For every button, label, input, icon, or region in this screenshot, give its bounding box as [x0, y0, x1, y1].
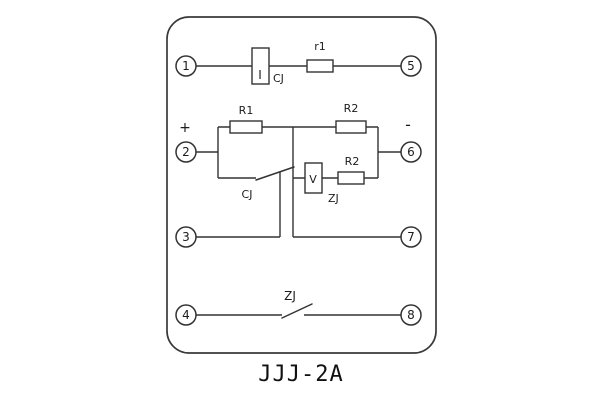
current-coil-symbol: I	[258, 68, 262, 82]
resistor-R2-upper-label: R2	[344, 102, 359, 115]
resistor-R2-upper-box	[335, 120, 367, 134]
terminal-5-circle	[400, 55, 422, 77]
terminal-2-circle	[175, 141, 197, 163]
resistor-R2-lower-box	[337, 171, 365, 185]
terminal-8-circle	[400, 304, 422, 326]
relay-case-outline	[166, 16, 437, 354]
terminal-1-circle	[175, 55, 197, 77]
terminal-8-number: 8	[407, 308, 415, 322]
resistor-R1-label: R1	[239, 104, 254, 117]
zj-contact-blade	[281, 303, 313, 319]
voltage-coil-symbol: V	[309, 173, 317, 186]
zj-contact-label: ZJ	[284, 289, 296, 303]
resistor-r1-label: r1	[314, 40, 326, 53]
current-coil-label: CJ	[273, 72, 284, 85]
voltage-coil-box	[304, 162, 323, 194]
diagram-caption: JJJ-2A	[258, 362, 343, 387]
terminal-2-number: 2	[182, 145, 190, 159]
terminal-6-number: 6	[407, 145, 415, 159]
voltage-coil-label: ZJ	[328, 192, 339, 205]
terminal-3-circle	[175, 226, 197, 248]
terminal-7-number: 7	[407, 230, 415, 244]
resistor-R2-lower-label: R2	[345, 155, 360, 168]
cj-contact-label: CJ	[242, 188, 253, 201]
terminal-6-circle	[400, 141, 422, 163]
terminal-7-circle	[400, 226, 422, 248]
terminal-5-number: 5	[407, 59, 415, 73]
current-coil-box	[251, 47, 270, 85]
resistor-r1-box	[306, 59, 334, 73]
plus-sign: +	[179, 120, 191, 136]
cj-contact-blade	[255, 166, 295, 181]
terminal-1-number: 1	[182, 59, 190, 73]
terminal-4-circle	[175, 304, 197, 326]
resistor-R1-box	[229, 120, 263, 134]
minus-sign: -	[405, 115, 411, 134]
terminal-4-number: 4	[182, 308, 190, 322]
terminal-3-number: 3	[182, 230, 190, 244]
